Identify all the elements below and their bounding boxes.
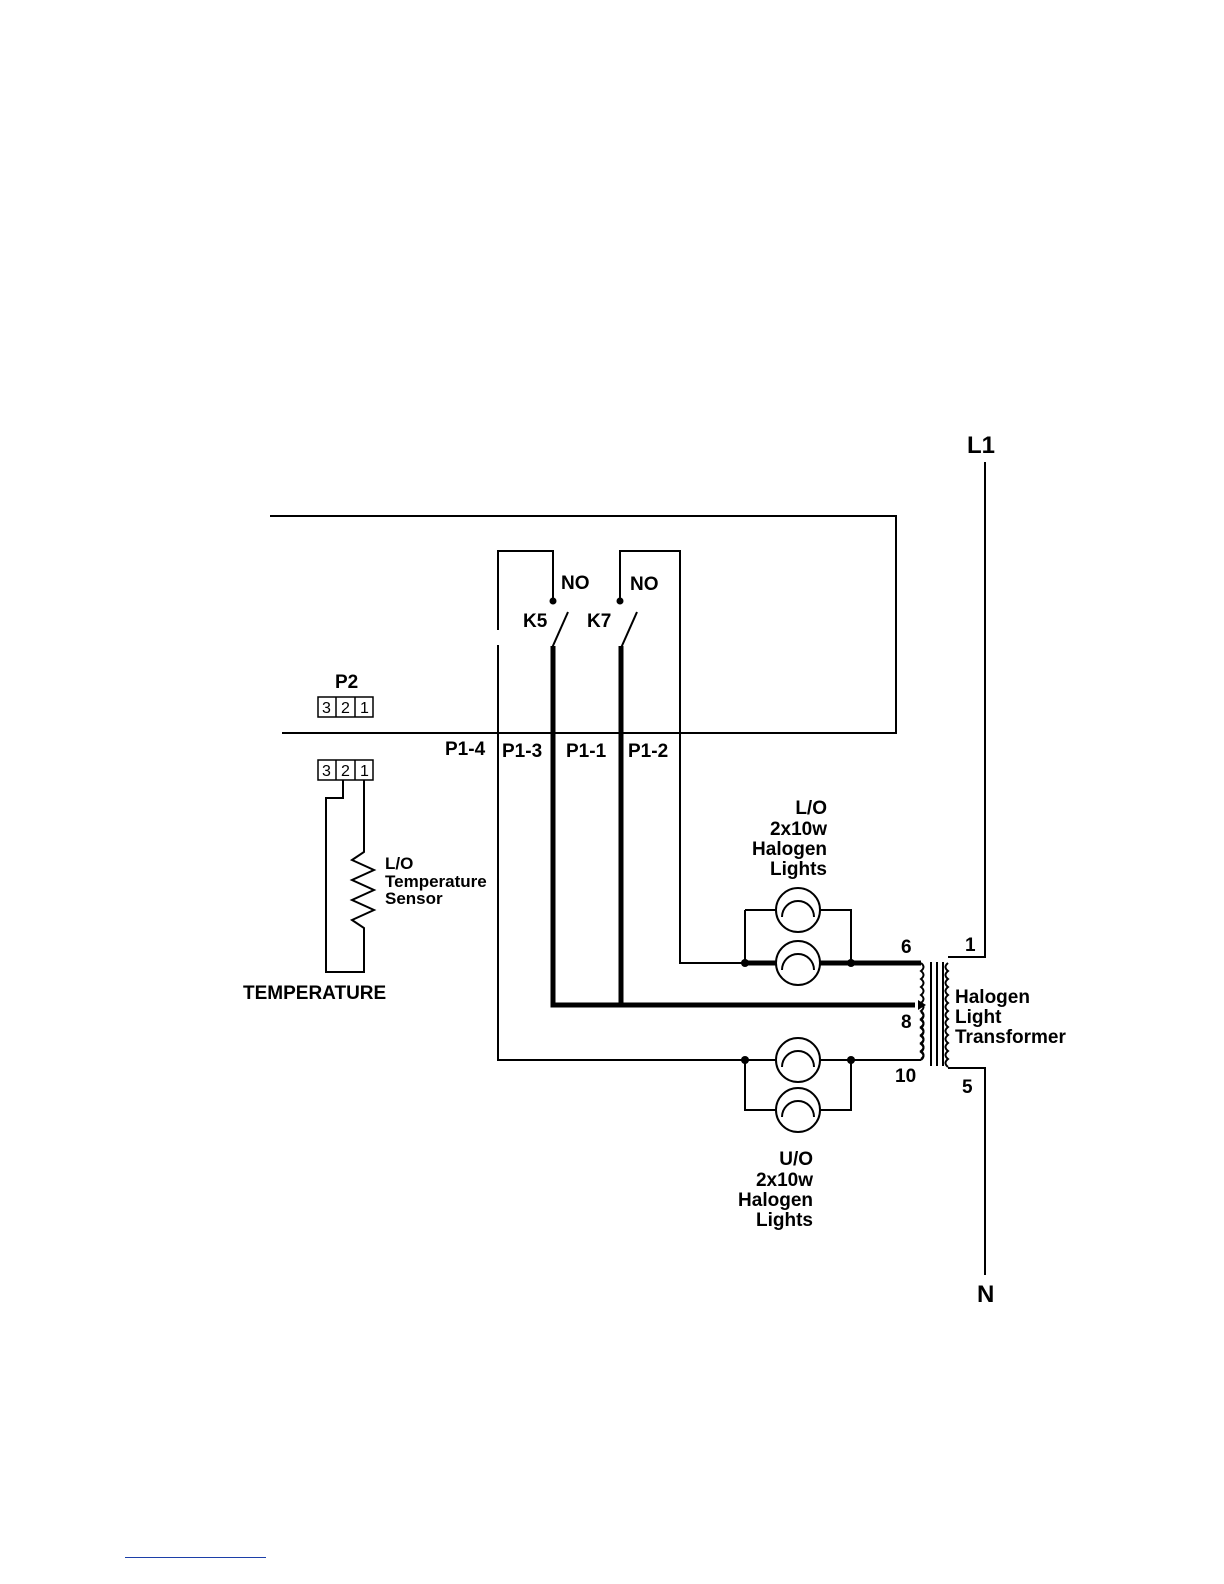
uo-node-right	[847, 1056, 855, 1064]
svg-text:2x10w: 2x10w	[756, 1170, 813, 1191]
svg-text:2x10w: 2x10w	[770, 819, 827, 840]
lo-node-right	[847, 959, 855, 967]
k5-label: K5	[523, 611, 548, 632]
p2-connector: 3 2 1	[318, 697, 373, 717]
svg-text:Halogen: Halogen	[955, 987, 1030, 1008]
n-line	[948, 1068, 985, 1275]
svg-text:Transformer: Transformer	[955, 1027, 1066, 1048]
common-wire-k5	[553, 646, 915, 1005]
k7-contact-dot	[617, 598, 624, 605]
lo-lamp-1	[776, 888, 820, 932]
temperature-label: TEMPERATURE	[243, 983, 386, 1004]
svg-text:Light: Light	[955, 1007, 1002, 1028]
p2-pin-1: 1	[360, 700, 369, 717]
uo-node-left	[741, 1056, 749, 1064]
l1-line	[948, 462, 985, 957]
lo-lights-label: L/O 2x10w Halogen Lights	[752, 798, 827, 880]
tap-5-label: 5	[962, 1077, 973, 1098]
k7-switch-blade	[621, 612, 637, 648]
p2-label: P2	[335, 672, 358, 693]
svg-text:Sensor: Sensor	[385, 889, 443, 908]
svg-text:Halogen: Halogen	[738, 1190, 813, 1211]
p2-pin-2: 2	[341, 700, 350, 717]
uo-lamp-1	[776, 1038, 820, 1082]
p1-2-label: P1-2	[628, 741, 668, 762]
tap-8-label: 8	[901, 1012, 912, 1033]
transformer-label: Halogen Light Transformer	[955, 987, 1066, 1048]
svg-text:Halogen: Halogen	[752, 839, 827, 860]
sensor-wire	[326, 780, 374, 972]
lo-node-left	[741, 959, 749, 967]
svg-text:L/O: L/O	[795, 798, 827, 819]
k7-no-label: NO	[630, 574, 659, 595]
temperature-connector: 3 2 1	[318, 760, 373, 780]
svg-text:U/O: U/O	[779, 1149, 813, 1170]
p1-3-label: P1-3	[502, 741, 542, 762]
p2-pin-3: 3	[322, 700, 331, 717]
temp-pin-3: 3	[322, 763, 331, 780]
lo-lamp-2	[776, 941, 820, 985]
svg-text:Lights: Lights	[770, 859, 827, 880]
l1-label: L1	[967, 432, 995, 459]
sensor-label: L/O Temperature Sensor	[385, 854, 487, 908]
k5-switch-blade	[552, 612, 568, 648]
tap-10-label: 10	[895, 1066, 916, 1087]
tap-6-label: 6	[901, 937, 912, 958]
svg-text:Lights: Lights	[756, 1210, 813, 1231]
tap-1-label: 1	[965, 935, 976, 956]
p1-1-label: P1-1	[566, 741, 607, 762]
svg-text:L/O: L/O	[385, 854, 413, 873]
k7-label: K7	[587, 611, 611, 632]
n-label: N	[977, 1281, 994, 1308]
footnote-rule	[125, 1557, 266, 1558]
p1-4-label: P1-4	[445, 739, 486, 760]
uo-lights-label: U/O 2x10w Halogen Lights	[738, 1149, 813, 1231]
temp-pin-1: 1	[360, 763, 369, 780]
temp-pin-2: 2	[341, 763, 350, 780]
k5-contact-dot	[550, 598, 557, 605]
uo-lamp-2	[776, 1088, 820, 1132]
transformer-symbol	[918, 962, 948, 1067]
k5-no-label: NO	[561, 573, 590, 594]
